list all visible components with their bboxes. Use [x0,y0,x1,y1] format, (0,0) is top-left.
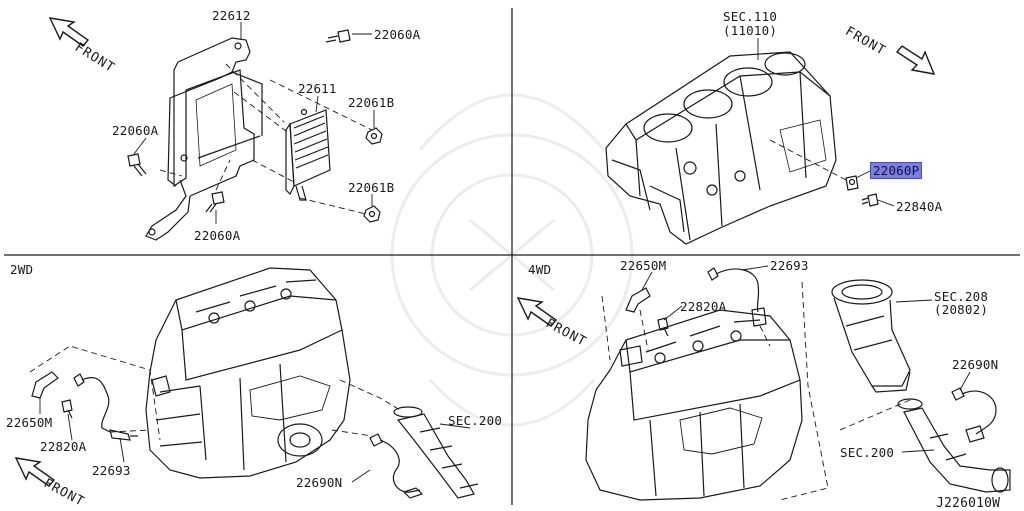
section-sub-11010: (11010) [723,23,778,38]
clip-22650M-4wd [625,287,651,313]
callout-22693-2wd: 22693 [92,463,131,478]
front-arrow-bottom-left [14,457,56,487]
callout-22060A-left: 22060A [112,123,159,138]
bolt-icon-22060A-top [325,29,351,43]
quadrant-dividers [4,8,1020,505]
guide-lines-bottom-left [29,345,401,441]
bolt-icon-22820A-2wd [61,399,73,419]
callout-22693-4wd: 22693 [770,258,809,273]
engine-block [605,51,837,245]
leader-lines-bottom-left [39,398,471,483]
nut-icon-22061B-lower [363,205,381,223]
exhaust-pipe-sec208 [831,279,911,393]
bolt-icon-22820A-4wd [657,317,669,337]
leader-lines-top-left [133,22,375,224]
callout-22840A: 22840A [896,199,943,214]
callout-22611: 22611 [298,81,337,96]
guide-lines-bottom-right [601,281,911,501]
catalyst-sec200-4wd [897,398,1011,493]
engine-2wd [145,267,351,479]
callout-22060A-top: 22060A [374,27,421,42]
oxygen-sensor-22690N-4wd [951,387,997,443]
callout-22690N-2wd: 22690N [296,475,343,490]
callout-22060P-highlighted[interactable]: 22060P [870,162,923,179]
clip-22650M-2wd [31,371,59,399]
oxygen-sensor-22693-2wd [73,373,138,441]
drawing-code: J226010W [936,496,1001,511]
section-ref-sec110: SEC.110 [723,9,778,24]
bolt-icon-22060A-left [127,153,147,177]
leader-lines-bottom-right [641,265,971,453]
washer-bolt-icon-22840A [861,193,879,207]
bolt-icon-22060A-bottom [205,191,225,213]
variant-label-4wd: 4WD [528,262,552,277]
callout-22061B-lower: 22061B [348,180,395,195]
variant-label-2wd: 2WD [10,262,34,277]
callout-22060A-bottom: 22060A [194,228,241,243]
guide-lines-top-left [159,63,373,215]
callout-22612: 22612 [212,8,251,23]
callout-22820A-2wd: 22820A [40,439,87,454]
nut-icon-22061B-upper [365,127,383,145]
section-sub-20802: (20802) [934,302,989,317]
callout-22690N-4wd: 22690N [952,357,999,372]
bracket-22612 [145,37,263,241]
engine-4wd [585,309,803,501]
callout-22650M-4wd: 22650M [620,258,667,273]
section-ref-sec200-4wd: SEC.200 [840,445,895,460]
leader-lines-top-right [757,38,895,207]
section-ref-sec200-2wd: SEC.200 [448,413,503,428]
front-arrow-top-right [895,45,936,75]
control-module-22611 [285,108,331,201]
callout-22650M-2wd: 22650M [6,415,53,430]
front-arrow-bottom-right [516,297,558,327]
oxygen-sensor-22690N-2wd [369,433,424,499]
guide-lines-top-right [769,139,847,181]
knock-sensor-icon [845,175,859,191]
catalyst-sec200-2wd [393,406,479,499]
callout-22820A-4wd: 22820A [680,299,727,314]
section-ref-sec208: SEC.208 [934,289,989,304]
oxygen-sensor-22693-4wd [707,267,767,327]
front-arrow-top-left [48,17,90,47]
callout-22061B-upper: 22061B [348,95,395,110]
